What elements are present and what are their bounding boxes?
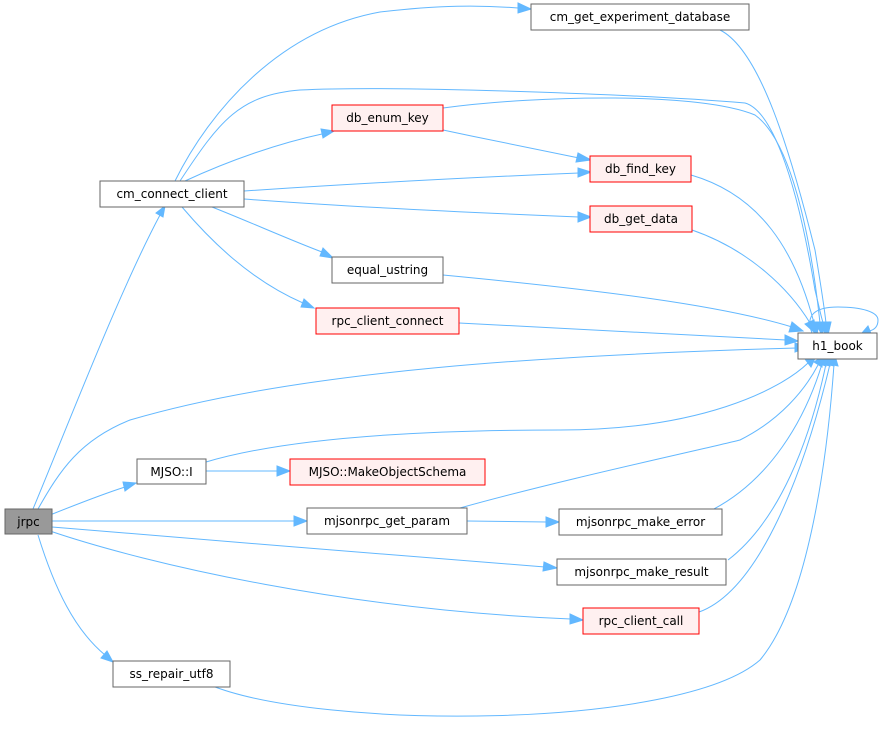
edge-layer — [32, 2, 879, 717]
node-h1-book[interactable]: h1_book — [797, 332, 878, 360]
edge-mjsonrpc-get-param-h1-book — [459, 355, 824, 509]
node-jrpc[interactable]: jrpc — [4, 508, 53, 535]
edge-cm-connect-client-db-find-key — [243, 167, 593, 192]
node-label: cm_connect_client — [116, 187, 227, 201]
edge-cm-connect-client-equal-ustring — [211, 206, 335, 259]
node-label: h1_book — [812, 339, 863, 353]
node-label: rpc_client_connect — [332, 314, 444, 328]
node-rpc-client-connect[interactable]: rpc_client_connect — [315, 307, 460, 335]
node-mjsonrpc-get-param[interactable]: mjsonrpc_get_param — [306, 507, 468, 535]
node-label: db_get_data — [604, 212, 678, 226]
node-label: jrpc — [16, 515, 39, 529]
edge-db-find-key-h1-book — [690, 174, 820, 337]
edge-cm-get-experiment-database-h1-book — [719, 29, 832, 337]
edge-cm-connect-client-h1-book — [179, 88, 830, 337]
node-label: mjsonrpc_get_param — [324, 514, 450, 528]
node-mjsonrpc-make-result[interactable]: mjsonrpc_make_result — [556, 558, 727, 586]
node-label: MJSO::MakeObjectSchema — [309, 465, 467, 479]
node-label: rpc_client_call — [599, 614, 684, 628]
node-mjso-make-object-schema[interactable]: MJSO::MakeObjectSchema — [289, 458, 486, 486]
node-label: ss_repair_utf8 — [130, 667, 214, 681]
node-label: db_find_key — [605, 162, 676, 176]
edge-jrpc-cm-connect-client — [32, 204, 166, 510]
edge-cm-connect-client-db-get-data — [243, 198, 593, 223]
edge-jrpc-mjsonrpc-make-result — [51, 526, 559, 572]
node-mjsonrpc-make-error[interactable]: mjsonrpc_make_error — [558, 508, 723, 536]
edge-cm-connect-client-db-enum-key — [184, 128, 336, 182]
node-db-find-key[interactable]: db_find_key — [589, 155, 692, 183]
edge-jrpc-mjso-i — [49, 481, 138, 516]
node-db-enum-key[interactable]: db_enum_key — [331, 104, 444, 132]
node-layer: jrpc cm_connect_client cm_get_experiment… — [4, 3, 878, 688]
edge-jrpc-mjsonrpc-get-param — [52, 515, 309, 527]
edge-db-get-data-h1-book — [691, 229, 817, 336]
edge-db-enum-key-db-find-key — [442, 129, 593, 163]
edge-mjso-i-make-object-schema — [206, 465, 292, 477]
edge-mjsonrpc-make-error-h1-book — [711, 354, 827, 511]
edge-ss-repair-utf8-h1-book — [209, 354, 839, 717]
node-rpc-client-call[interactable]: rpc_client_call — [582, 607, 700, 635]
node-mjso-i[interactable]: MJSO::I — [136, 458, 207, 485]
node-cm-get-experiment-database[interactable]: cm_get_experiment_database — [530, 3, 750, 31]
edge-mjsonrpc-get-param-make-error — [466, 516, 561, 528]
node-label: MJSO::I — [150, 465, 192, 479]
edge-cm-connect-client-rpc-client-connect — [181, 206, 316, 309]
node-db-get-data[interactable]: db_get_data — [589, 205, 693, 233]
node-cm-connect-client[interactable]: cm_connect_client — [99, 180, 245, 208]
node-label: equal_ustring — [347, 263, 428, 277]
edge-mjso-i-h1-book — [205, 355, 817, 463]
edge-jrpc-rpc-client-call — [49, 530, 585, 625]
node-label: cm_get_experiment_database — [550, 10, 731, 24]
node-label: mjsonrpc_make_result — [574, 565, 709, 579]
edge-cm-connect-client-cm-get-experiment-database — [174, 2, 533, 182]
edge-equal-ustring-h1-book — [442, 274, 805, 333]
node-equal-ustring[interactable]: equal_ustring — [331, 256, 444, 284]
node-label: mjsonrpc_make_error — [576, 515, 705, 529]
node-ss-repair-utf8[interactable]: ss_repair_utf8 — [112, 660, 231, 688]
edge-rpc-client-connect-h1-book — [458, 322, 800, 346]
node-label: db_enum_key — [346, 111, 429, 125]
edge-jrpc-ss-repair-utf8 — [37, 534, 115, 663]
